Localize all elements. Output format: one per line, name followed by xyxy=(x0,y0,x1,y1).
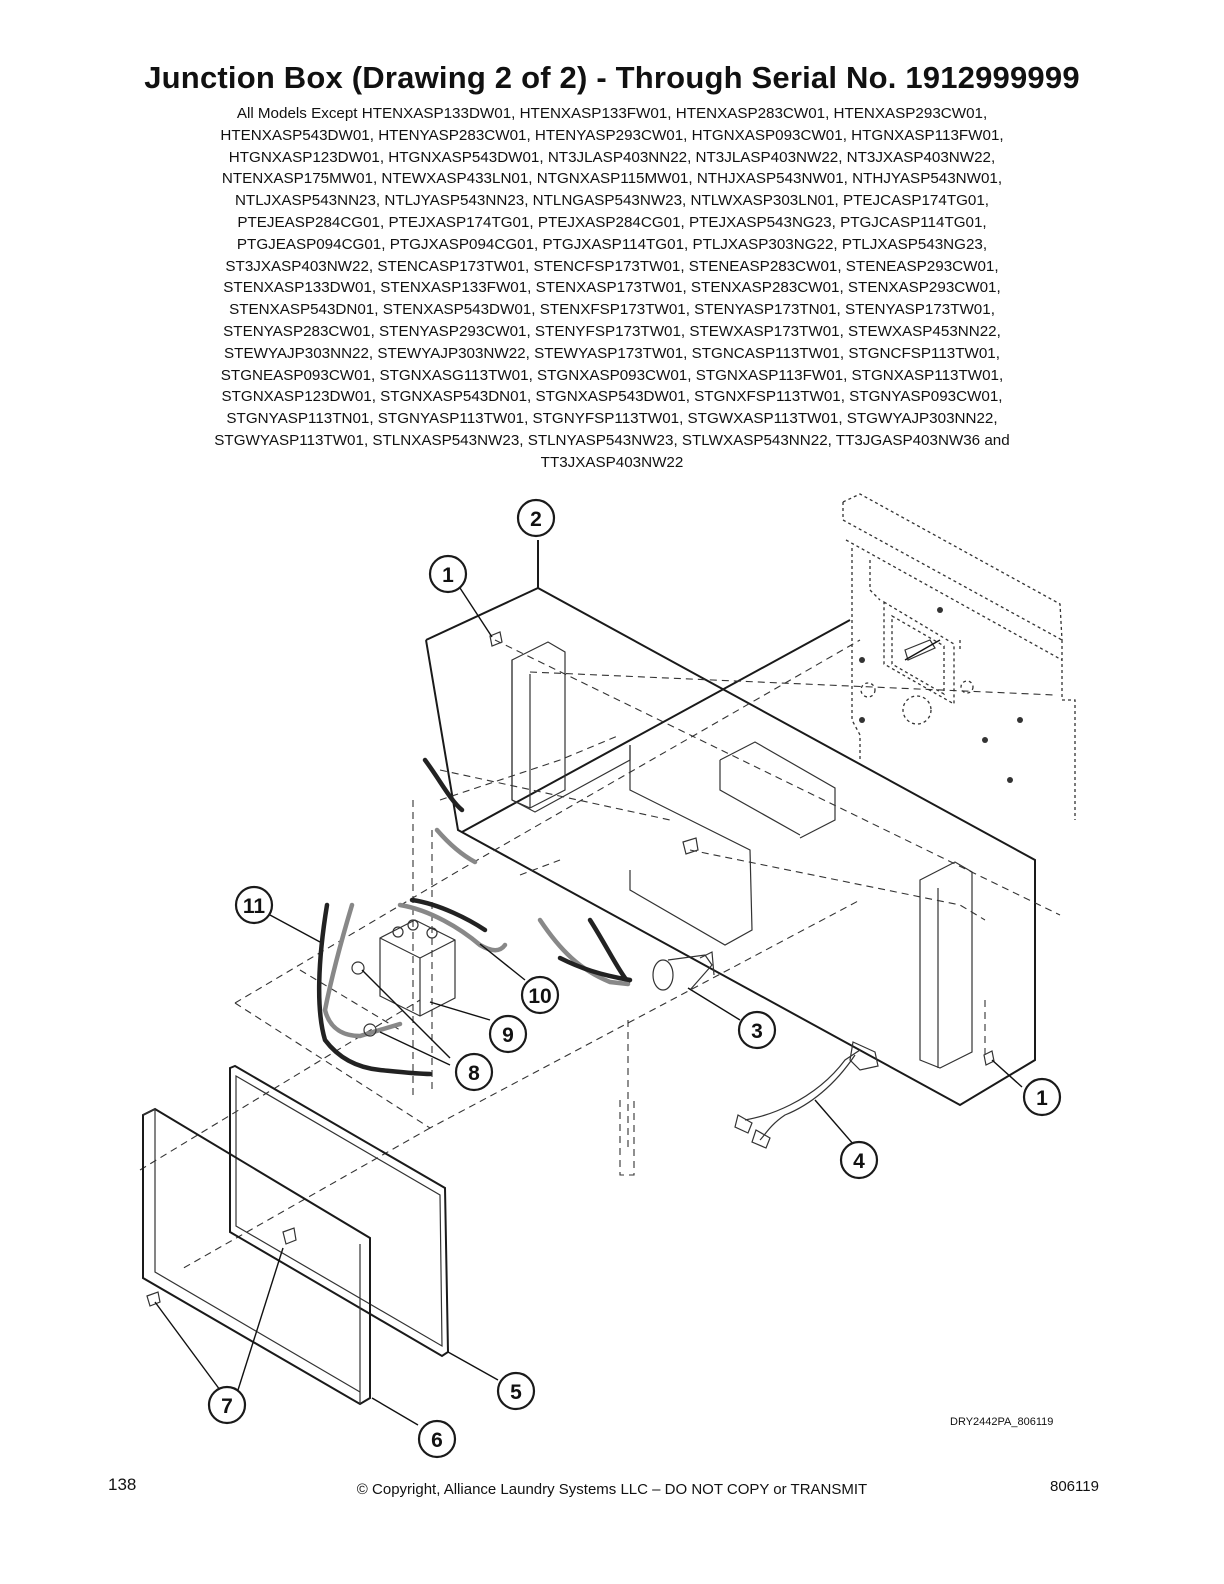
callout-4: 4 xyxy=(839,1140,879,1180)
model-list-line: ST3JXASP403NW22, STENCASP173TW01, STENCF… xyxy=(225,257,999,275)
callout-label: 4 xyxy=(853,1150,865,1173)
model-list-line: NTLJXASP543NN23, NTLJYASP543NN23, NTLNGA… xyxy=(234,192,990,210)
mounting-plate xyxy=(629,741,836,946)
cover-panel xyxy=(142,1107,371,1406)
document-number: 806119 xyxy=(1050,1478,1099,1495)
callout-3: 3 xyxy=(737,1010,777,1050)
callout-label: 11 xyxy=(243,895,266,918)
callout-2: 2 xyxy=(516,498,556,538)
callout-label: 5 xyxy=(510,1381,522,1404)
callout-7: 7 xyxy=(207,1385,247,1425)
callout-6: 6 xyxy=(417,1419,457,1459)
callout-11: 11 xyxy=(234,885,274,925)
model-list-line: STENXASP133DW01, STENXASP133FW01, STENXA… xyxy=(223,279,1001,297)
model-list-line: STGNYASP113TN01, STGNYASP113TW01, STGNYF… xyxy=(226,410,998,428)
bracket-right xyxy=(919,861,973,1069)
model-list-line: HTENXASP543DW01, HTENYASP283CW01, HTENYA… xyxy=(220,126,1004,144)
callout-10: 10 xyxy=(520,975,560,1015)
callout-label: 1 xyxy=(442,564,454,587)
callout-label: 10 xyxy=(528,985,551,1008)
alignment-lines xyxy=(139,639,1061,1271)
wires xyxy=(316,757,633,1077)
leader-lines xyxy=(154,587,1023,1426)
model-list-line: All Models Except HTENXASP133DW01, HTENX… xyxy=(236,105,988,122)
model-list-line: TT3JXASP403NW22 xyxy=(540,453,684,471)
callout-label: 1 xyxy=(1036,1087,1048,1110)
callout-label: 9 xyxy=(502,1024,514,1047)
model-list-line: STGNEASP093CW01, STGNXASG113TW01, STGNXA… xyxy=(220,366,1004,384)
junction-box-housing xyxy=(425,540,1036,1107)
model-list-line: PTEJEASP284CG01, PTEJXASP174TG01, PTEJXA… xyxy=(237,213,987,231)
model-list: All Models Except HTENXASP133DW01, HTENX… xyxy=(112,103,1112,474)
callout-label: 8 xyxy=(468,1062,480,1085)
model-list-line: STENXASP543DN01, STENXASP543DW01, STENXF… xyxy=(229,301,995,319)
copyright-notice: © Copyright, Alliance Laundry Systems LL… xyxy=(356,1481,868,1498)
callout-label: 3 xyxy=(751,1020,763,1043)
dryer-cabinet-outline xyxy=(842,493,1076,820)
wire-harness xyxy=(734,1041,879,1149)
model-list-line: STGWYASP113TW01, STLNXASP543NW23, STLNYA… xyxy=(214,431,1010,449)
model-list-line: PTGJEASP094CG01, PTGJXASP094CG01, PTGJXA… xyxy=(236,235,988,253)
model-list-line: STENYASP283CW01, STENYASP293CW01, STENYF… xyxy=(223,322,1001,340)
strain-relief xyxy=(652,951,715,991)
callout-8: 8 xyxy=(454,1052,494,1092)
callout-label: 2 xyxy=(530,508,542,531)
callout-1-right: 1 xyxy=(1022,1077,1062,1117)
model-list-line: STGNXASP123DW01, STGNXASP543DN01, STGNXA… xyxy=(221,388,1003,406)
callout-label: 6 xyxy=(431,1429,443,1452)
page-number: 138 xyxy=(108,1475,137,1494)
page-title: Junction Box (Drawing 2 of 2) - Through … xyxy=(144,60,1080,95)
callout-1-top: 1 xyxy=(428,554,468,594)
model-list-line: STEWYAJP303NN22, STEWYAJP303NW22, STEWYA… xyxy=(224,344,1000,362)
filter-block xyxy=(351,919,456,1037)
callout-5: 5 xyxy=(496,1371,536,1411)
callout-9: 9 xyxy=(488,1014,528,1054)
screws xyxy=(146,631,995,1307)
bracket-left xyxy=(511,641,631,813)
drawing-id: DRY2442PA_806119 xyxy=(950,1416,1054,1428)
callout-label: 7 xyxy=(221,1395,233,1418)
model-list-line: HTGNXASP123DW01, HTGNXASP543DW01, NT3JLA… xyxy=(228,148,996,166)
model-list-line: NTENXASP175MW01, NTEWXASP433LN01, NTGNXA… xyxy=(221,170,1003,188)
